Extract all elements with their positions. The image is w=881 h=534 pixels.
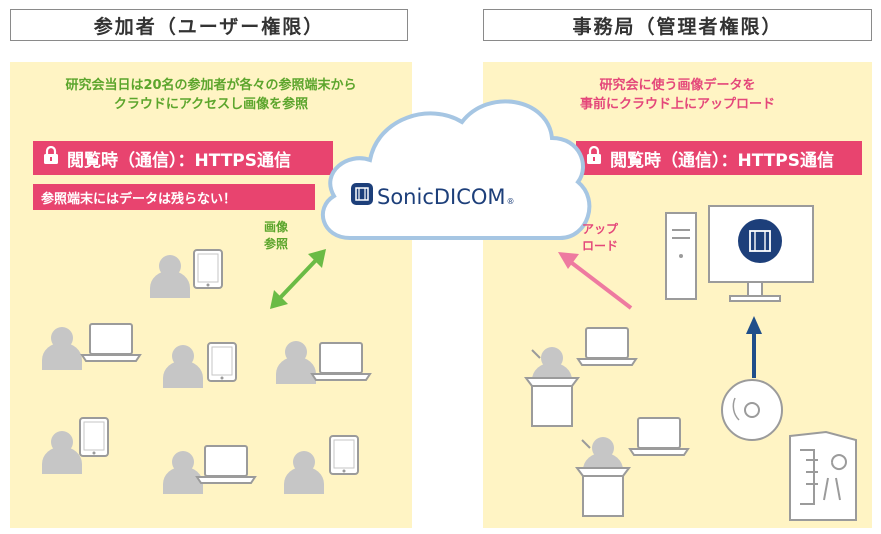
user-note-line-2: クラウドにアクセスし画像を参照 [113,97,309,112]
upload-label-line-1: アップ [582,222,619,236]
sonicdicom-logo-icon [351,183,373,205]
admin-header: 事務局（管理者権限） [483,9,872,41]
presenter-group [525,327,689,517]
view-label-line-1: 画像 [264,220,289,234]
admin-https-text: 閲覧時（通信）：HTTPS通信 [610,150,835,171]
disc-icon [721,379,783,441]
user-note: 研究会当日は20名の参加者が各々の参照端末から クラウドにアクセスし画像を参照 [10,76,412,114]
view-label: 画像 参照 [264,219,288,253]
upload-label: アップ ロード [582,221,618,255]
participant-group [42,249,371,494]
user-https-badge: 閲覧時（通信）：HTTPS通信 [33,141,333,175]
user-note-line-1: 研究会当日は20名の参加者が各々の参照端末から [65,78,357,93]
user-header: 参加者（ユーザー権限） [10,9,408,41]
admin-note-line-1: 研究会に使う画像データを [599,78,756,93]
brand-reg: ® [506,196,515,206]
disc-upload-arrow-icon [746,316,762,378]
lock-icon [586,145,602,170]
monitor-icon [708,205,814,302]
cloud-icon [320,99,592,240]
xray-film-icon [789,430,857,521]
user-https-text: 閲覧時（通信）：HTTPS通信 [67,150,292,171]
admin-https-badge: 閲覧時（通信）：HTTPS通信 [576,141,862,175]
lock-icon [43,145,59,170]
admin-note-line-2: 事前にクラウド上にアップロード [579,97,775,112]
view-label-line-2: 参照 [264,237,289,251]
upload-arrow-icon [558,252,633,310]
brand-logo: SonicDICOM® [377,177,515,217]
view-arrow-icon [270,249,326,309]
upload-label-line-2: ロード [582,239,619,253]
server-icon [665,212,697,300]
brand-name: SonicDICOM [377,185,506,209]
admin-note: 研究会に使う画像データを 事前にクラウド上にアップロード [483,76,872,114]
no-data-badge: 参照端末にはデータは残らない！ [33,184,315,210]
